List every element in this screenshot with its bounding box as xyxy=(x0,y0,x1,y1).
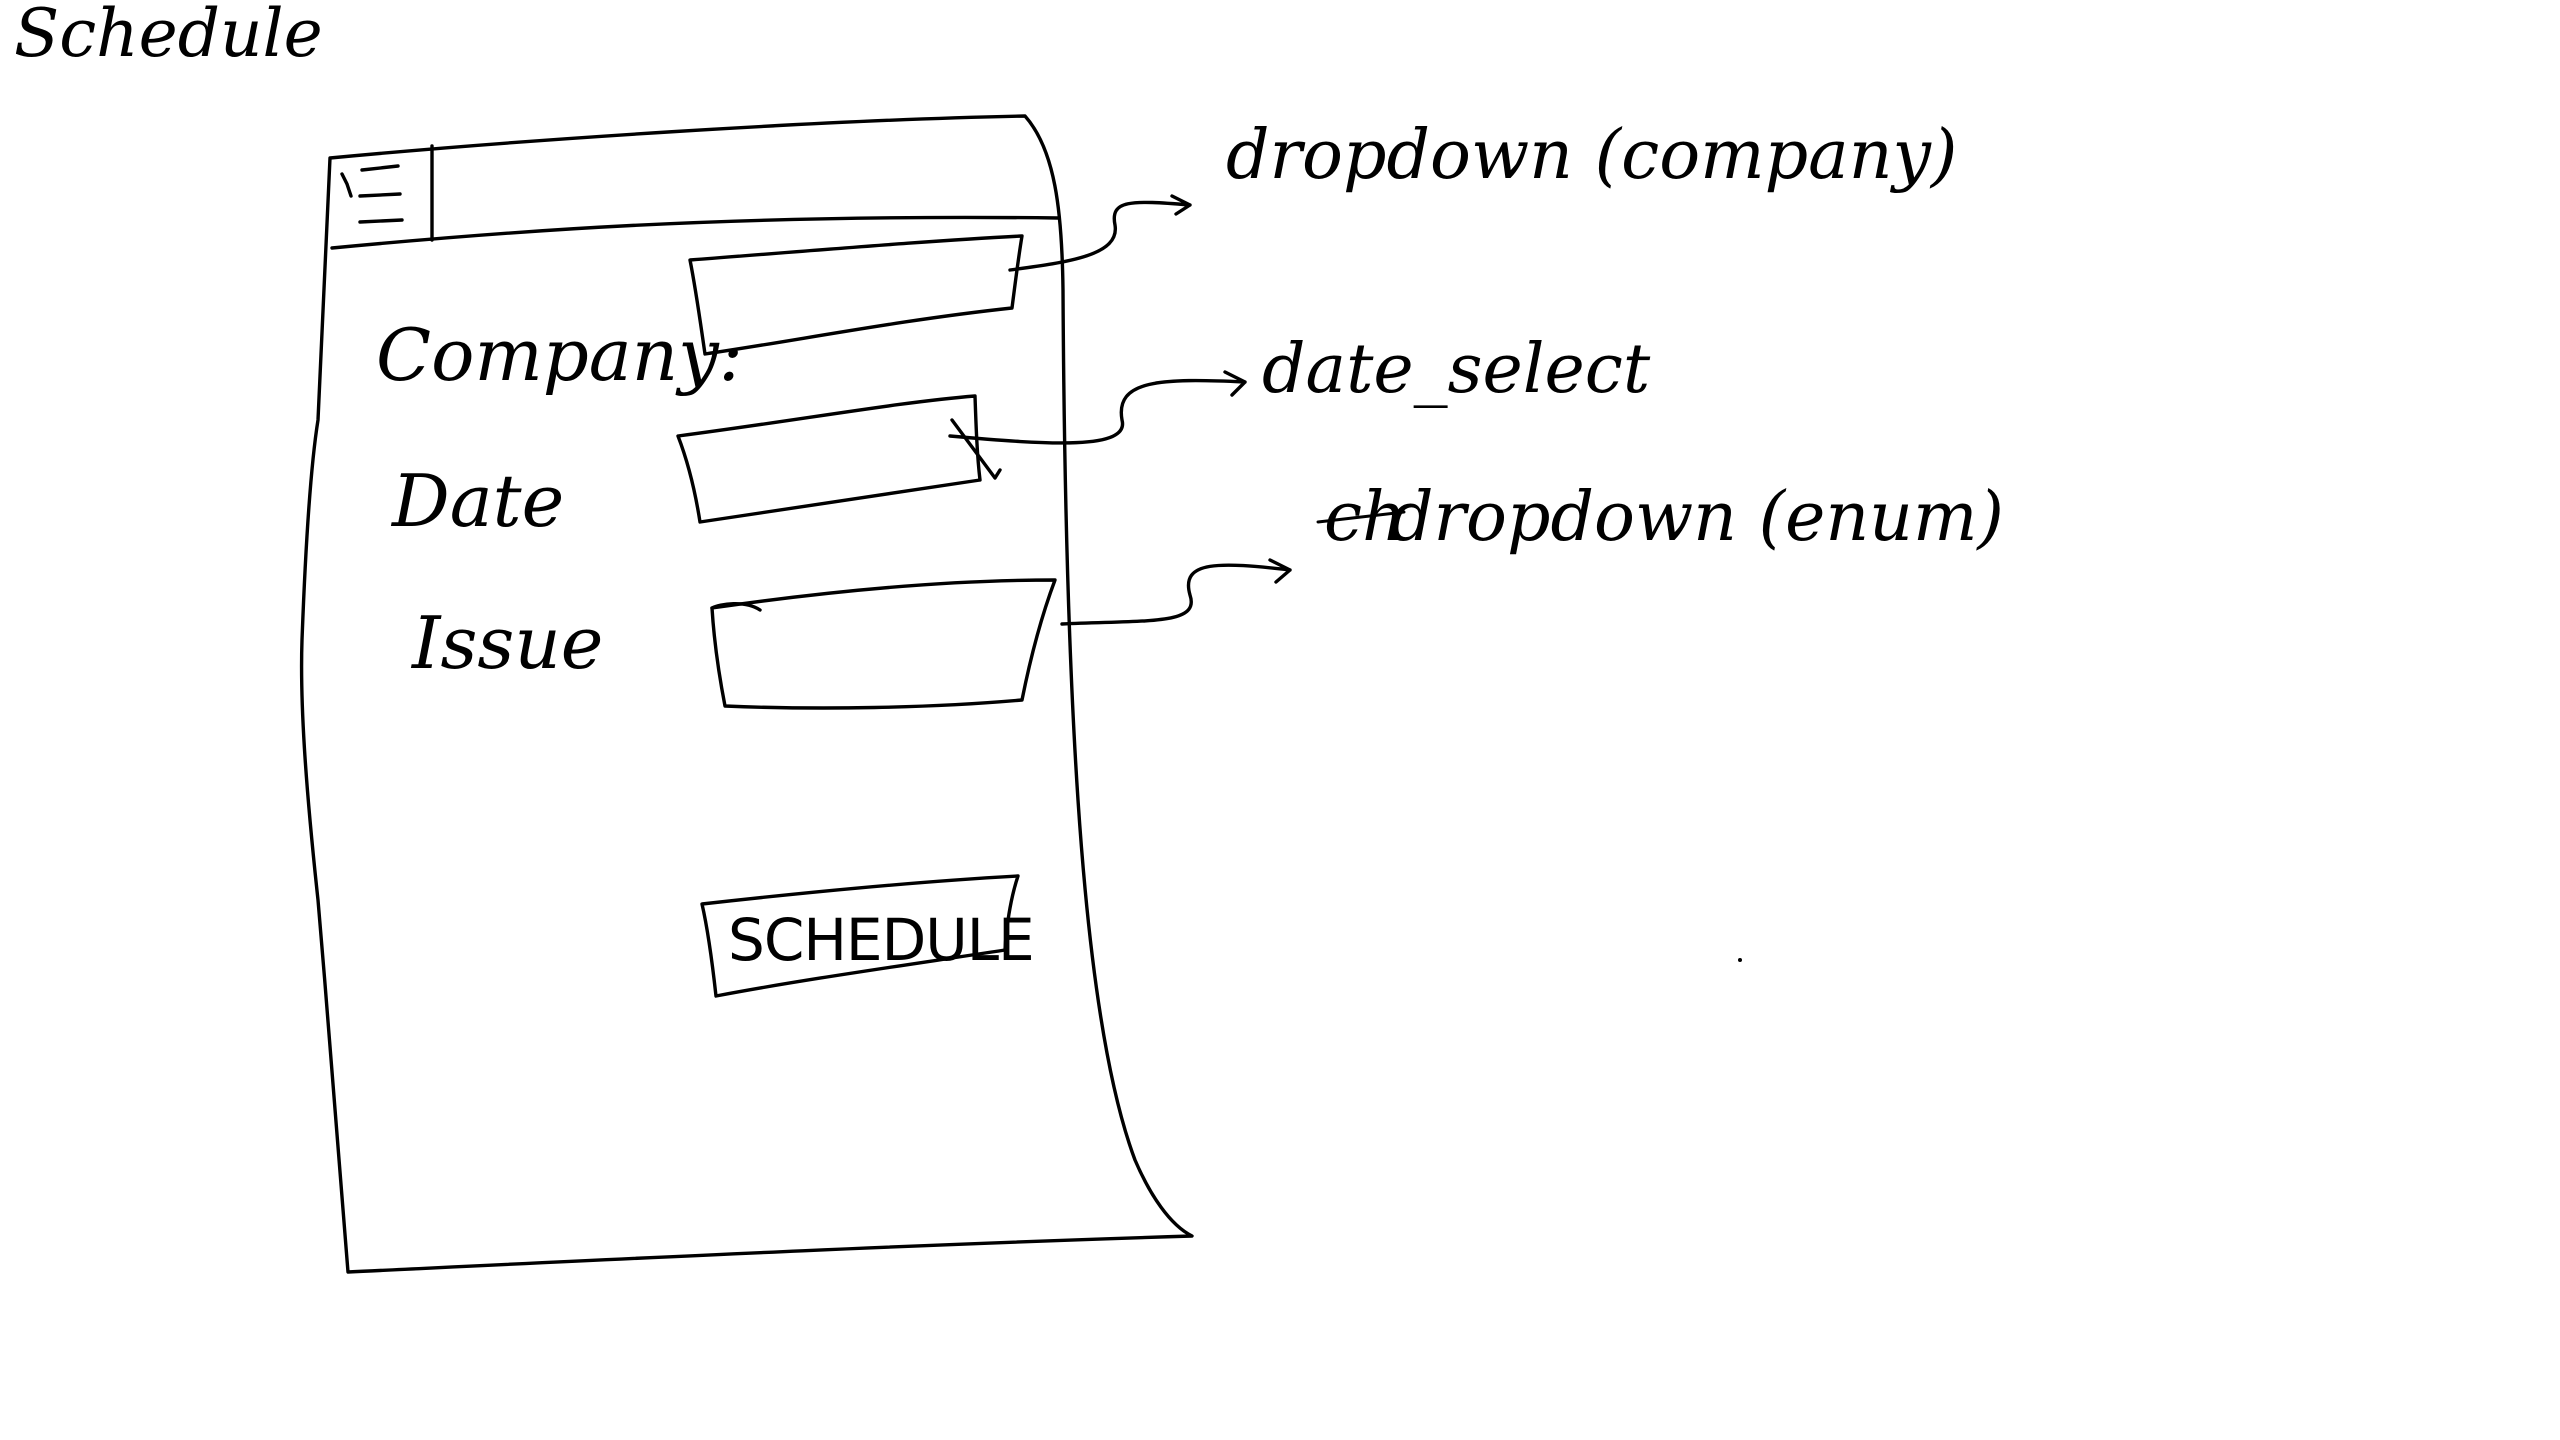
schedule-button[interactable]: SCHEDULE xyxy=(700,874,1035,998)
date-select[interactable] xyxy=(676,394,982,524)
phone-frame xyxy=(299,114,1194,1274)
hamburger-icon[interactable] xyxy=(340,164,404,224)
company-dropdown[interactable] xyxy=(688,234,1024,356)
connector-issue xyxy=(1060,558,1292,626)
app-bar xyxy=(330,144,1060,250)
issue-label: Issue xyxy=(410,601,603,685)
stray-dot xyxy=(1738,958,1742,962)
strikethrough-mark xyxy=(1316,510,1406,524)
issue-dropdown[interactable] xyxy=(710,578,1057,710)
schedule-button-label: SCHEDULE xyxy=(728,906,1034,974)
company-label: Company: xyxy=(376,313,743,397)
connector-company xyxy=(1008,194,1192,272)
issue-annotation-group: ch dropdown (enum) xyxy=(1316,478,2004,557)
date-label: Date xyxy=(390,459,564,543)
sketch-title: Schedule xyxy=(14,0,323,72)
connector-date xyxy=(948,370,1247,445)
company-annotation: dropdown (company) xyxy=(1226,116,1957,195)
issue-annotation: dropdown (enum) xyxy=(1390,478,2004,557)
date-annotation: date_select xyxy=(1262,330,1651,409)
